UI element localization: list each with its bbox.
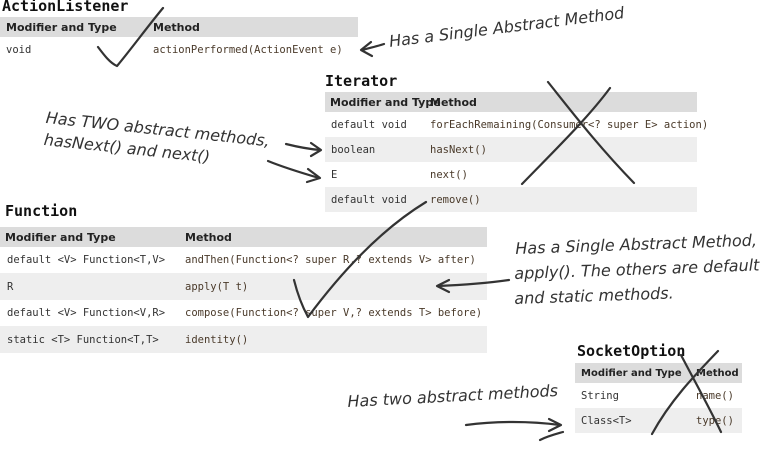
arrow-right-icon: [464, 420, 562, 427]
actionlistener-title: ActionListener: [2, 0, 129, 15]
table-header: Modifier and Type Method: [0, 17, 358, 37]
column-header-modifier: Modifier and Type: [5, 230, 116, 244]
table-header: Modifier and Type Method: [325, 92, 697, 112]
arrow-right-icon: [284, 142, 322, 152]
arrowhead-icon: [305, 167, 322, 184]
function-table: Modifier and Type Method default <V> Fun…: [0, 227, 487, 353]
arrowhead-icon: [547, 417, 563, 433]
arrow-right-icon: [538, 430, 565, 442]
method-link[interactable]: hasNext(): [430, 143, 487, 156]
type-cell: Class<T>: [581, 414, 632, 427]
type-cell: R: [7, 280, 14, 293]
iterator-title: Iterator: [325, 72, 398, 90]
type-cell: void: [6, 43, 32, 56]
table-row: default void remove(): [325, 187, 697, 212]
actionlistener-table: Modifier and Type Method void actionPerf…: [0, 17, 358, 62]
column-header-modifier: Modifier and Type: [6, 20, 117, 34]
iterator-table: Modifier and Type Method default void fo…: [325, 92, 708, 212]
type-cell: default void: [331, 118, 407, 131]
table-row: Class<T> type(): [575, 408, 742, 433]
type-cell: String: [581, 389, 619, 402]
socket-note: Has two abstract methods: [347, 380, 559, 411]
table-row: String name(): [575, 383, 742, 408]
method-link[interactable]: forEachRemaining(Consumer<? super E> act…: [430, 118, 709, 131]
table-row: void actionPerformed(ActionEvent e): [0, 37, 358, 62]
column-header-method: Method: [430, 95, 477, 109]
column-header-method: Method: [153, 20, 200, 34]
method-link[interactable]: remove(): [430, 193, 481, 206]
arrow-left-icon: [360, 42, 386, 52]
arrow-right-icon: [266, 159, 321, 180]
table-row: E next(): [325, 162, 697, 187]
method-link[interactable]: andThen(Function<? super R,? extends V> …: [185, 254, 476, 266]
column-header-modifier: Modifier and Type: [581, 367, 682, 379]
socketoption-title: SocketOption: [577, 342, 686, 360]
table-header: Modifier and Type Method: [575, 363, 742, 383]
table-row: boolean hasNext(): [325, 137, 697, 162]
table-row: default <V> Function<V,R> compose(Functi…: [0, 300, 487, 326]
column-header-method: Method: [185, 230, 232, 244]
method-link[interactable]: compose(Function<? super V,? extends T> …: [185, 307, 483, 319]
table-row: default void forEachRemaining(Consumer<?…: [325, 112, 708, 137]
function-note-line2: apply(). The others are default: [514, 255, 760, 283]
method-link[interactable]: name(): [696, 389, 734, 402]
socketoption-table: Modifier and Type Method String name() C…: [575, 363, 742, 433]
type-cell: E: [331, 168, 338, 181]
column-header-modifier: Modifier and Type: [330, 95, 441, 109]
type-cell: boolean: [331, 143, 376, 156]
table-row: default <V> Function<T,V> andThen(Functi…: [0, 247, 487, 273]
type-cell: default void: [331, 193, 407, 206]
method-link[interactable]: type(): [696, 414, 734, 427]
method-link[interactable]: apply(T t): [185, 280, 249, 293]
method-link[interactable]: actionPerformed(ActionEvent e): [153, 43, 343, 56]
function-note-line3: and static methods.: [514, 283, 674, 308]
function-title: Function: [5, 202, 78, 220]
method-link[interactable]: next(): [430, 168, 468, 181]
type-cell: default <V> Function<T,V>: [7, 254, 166, 266]
type-cell: default <V> Function<V,R>: [7, 307, 166, 319]
type-cell: static <T> Function<T,T>: [7, 333, 159, 346]
method-link[interactable]: identity(): [185, 333, 249, 346]
table-row: static <T> Function<T,T> identity(): [0, 326, 487, 353]
action-listener-note: Has a Single Abstract Method: [388, 3, 626, 51]
column-header-method: Method: [696, 367, 739, 379]
table-header: Modifier and Type Method: [0, 227, 487, 247]
arrowhead-icon: [359, 40, 374, 58]
arrowhead-icon: [309, 141, 323, 158]
table-row: R apply(T t): [0, 273, 487, 300]
function-note-line1: Has a Single Abstract Method,: [515, 230, 758, 258]
